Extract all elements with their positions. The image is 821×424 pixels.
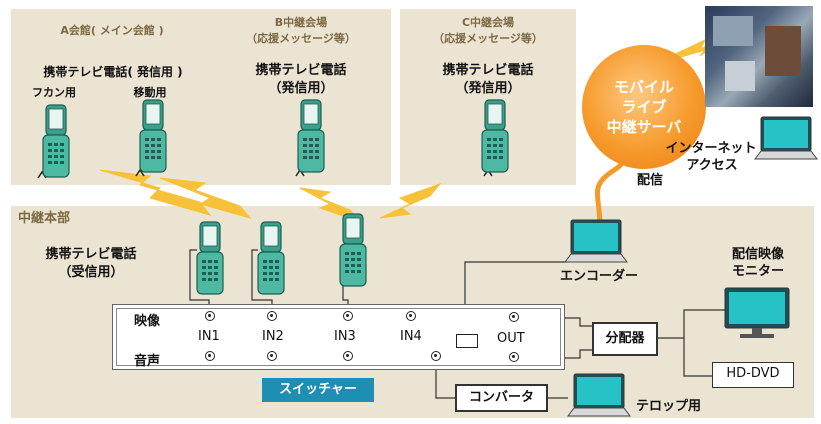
monitor-icon xyxy=(725,288,789,338)
venue-a-sub-move: 移動用 xyxy=(133,86,167,99)
distributor-box: 分配器 xyxy=(592,322,658,356)
input-label-in1: IN1 xyxy=(198,329,220,344)
input-label-in3: IN3 xyxy=(334,329,356,344)
venue-a-phone-label: 携帯テレビ電話( 発信用 ) xyxy=(43,65,183,79)
phone-icon xyxy=(43,105,69,177)
phone-icon xyxy=(482,100,508,172)
jack-in4-video[interactable] xyxy=(406,311,416,321)
jack-out-video[interactable] xyxy=(509,312,519,322)
hd-dvd-box: HD-DVD xyxy=(712,362,794,388)
jack-in1-video[interactable] xyxy=(205,311,215,321)
telop-label: テロップ用 xyxy=(636,399,702,414)
switcher-inner xyxy=(116,308,561,366)
jack-in1-audio[interactable] xyxy=(205,351,215,361)
internet-access-line2: アクセス xyxy=(686,158,738,173)
monitor-label-line1: 配信映像 xyxy=(731,247,784,262)
phone-icon xyxy=(140,100,166,172)
venue-c-phone-role: （発信用） xyxy=(455,81,521,96)
venue-a-sub-fukan: フカン用 xyxy=(32,86,76,99)
hq-phone: 携帯テレビ電話 xyxy=(45,247,137,262)
converter-box: コンバータ xyxy=(455,384,548,412)
stream-screenshot-image xyxy=(705,6,813,107)
output-label: OUT xyxy=(497,331,525,346)
switcher-label: スイッチャー xyxy=(262,378,374,402)
phone-icon xyxy=(258,222,284,294)
server-line-1: モバイル xyxy=(613,78,674,96)
hq-title: 中継本部 xyxy=(18,211,71,226)
lightning-bolts xyxy=(99,19,741,224)
video-row-label: 映像 xyxy=(134,314,161,329)
venue-c-title: C中継会場 xyxy=(461,16,515,29)
encoder-port xyxy=(456,334,478,348)
delivery-label: 配信 xyxy=(636,173,663,188)
venue-b-phone: 携帯テレビ電話 xyxy=(255,63,347,78)
venue-b-title: B中継会場 xyxy=(274,16,328,29)
jack-in3-video[interactable] xyxy=(343,311,353,321)
mobile-live-server: モバイル ライブ 中継サーバ xyxy=(582,45,706,169)
jack-in4-audio[interactable] xyxy=(431,351,441,361)
venue-a-title: A会館( メイン会館 ) xyxy=(60,24,164,37)
internet-access-line1: インターネット xyxy=(665,141,757,156)
encoder-laptop-icon xyxy=(565,220,627,262)
hq-phone-role: （受信用） xyxy=(58,265,124,280)
jack-in3-audio[interactable] xyxy=(343,351,353,361)
phone-icon xyxy=(340,214,366,286)
venue-c-subtitle: （応援メッセージ等） xyxy=(433,32,543,45)
venue-b-phone-role: （発信用） xyxy=(268,81,334,96)
input-label-in2: IN2 xyxy=(262,329,284,344)
jack-in2-video[interactable] xyxy=(267,311,277,321)
venue-c-phone: 携帯テレビ電話 xyxy=(442,63,534,78)
input-label-in4: IN4 xyxy=(400,329,422,344)
jack-in2-audio[interactable] xyxy=(267,351,277,361)
telop-laptop-icon xyxy=(568,374,630,416)
audio-row-label: 音声 xyxy=(134,354,161,369)
encoder-label: エンコーダー xyxy=(559,269,638,284)
server-line-3: 中継サーバ xyxy=(606,118,682,136)
phone-icon xyxy=(197,222,223,294)
switcher-box xyxy=(112,304,565,370)
venue-b-subtitle: （応援メッセージ等） xyxy=(246,32,356,45)
server-line-2: ライブ xyxy=(621,98,667,116)
phone-icon xyxy=(298,100,324,172)
monitor-label-line2: モニター xyxy=(731,264,784,279)
jack-out-audio[interactable] xyxy=(509,352,519,362)
